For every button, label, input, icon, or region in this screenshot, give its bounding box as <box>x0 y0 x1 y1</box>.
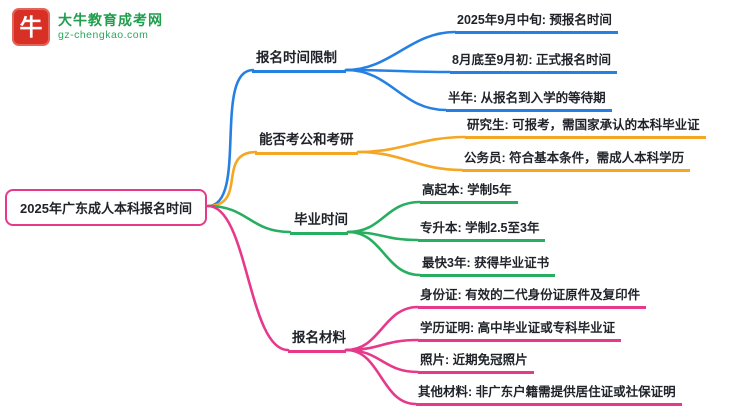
leaf-fastest-graduation: 最快3年: 获得毕业证书 <box>420 254 556 277</box>
edge-blue-child-2 <box>344 68 452 74</box>
leaf-waiting-period: 半年: 从报名到入学的等待期 <box>446 89 612 112</box>
edge-green-child-1 <box>346 200 422 234</box>
edge-green-child-3 <box>346 230 422 277</box>
edge-pink-child-1 <box>344 305 420 352</box>
edge-pink-child-4 <box>344 348 418 406</box>
site-url: gz-chengkao.com <box>58 29 149 41</box>
leaf-id-card: 身份证: 有效的二代身份证原件及复印件 <box>418 286 647 309</box>
edge-root-to-branch-graduation <box>206 204 292 234</box>
root-node: 2025年广东成人本科报名时间 <box>5 189 207 226</box>
edge-blue-child-3 <box>344 68 448 112</box>
leaf-gaoqiben: 高起本: 学制5年 <box>420 181 518 204</box>
edge-root-to-branch-materials <box>206 204 290 352</box>
edge-orange-child-2 <box>356 150 464 172</box>
edge-orange-child-1 <box>356 135 467 154</box>
site-logo[interactable]: 牛 大牛教育成考网 gz-chengkao.com <box>12 8 163 46</box>
edge-green-child-2 <box>346 230 420 242</box>
logo-text: 大牛教育成考网 gz-chengkao.com <box>58 12 163 42</box>
edge-root-to-branch-civil-exam <box>206 150 258 208</box>
leaf-preregistration-time: 2025年9月中旬: 预报名时间 <box>455 11 618 34</box>
branch-civil-exam: 能否考公和考研 <box>255 130 358 155</box>
edge-pink-child-2 <box>344 338 420 352</box>
ox-logo-icon: 牛 <box>12 8 50 46</box>
leaf-official-registration-time: 8月底至9月初: 正式报名时间 <box>450 51 618 74</box>
leaf-zhuanshengben: 专升本: 学制2.5至3年 <box>418 219 546 242</box>
branch-graduation: 毕业时间 <box>290 210 348 235</box>
leaf-photo: 照片: 近期免冠照片 <box>418 351 534 374</box>
edge-pink-child-3 <box>344 348 420 374</box>
edge-root-to-branch-time-limit <box>206 68 255 208</box>
edge-blue-child-1 <box>344 30 457 72</box>
branch-materials: 报名材料 <box>288 328 346 353</box>
leaf-education-proof: 学历证明: 高中毕业证或专科毕业证 <box>418 319 622 342</box>
leaf-postgraduate: 研究生: 可报考，需国家承认的本科毕业证 <box>465 116 706 139</box>
site-name: 大牛教育成考网 <box>58 12 163 28</box>
leaf-civil-servant: 公务员: 符合基本条件，需成人本科学历 <box>462 149 691 172</box>
branch-time-limit: 报名时间限制 <box>252 48 346 73</box>
leaf-other-materials: 其他材料: 非广东户籍需提供居住证或社保证明 <box>416 383 682 406</box>
